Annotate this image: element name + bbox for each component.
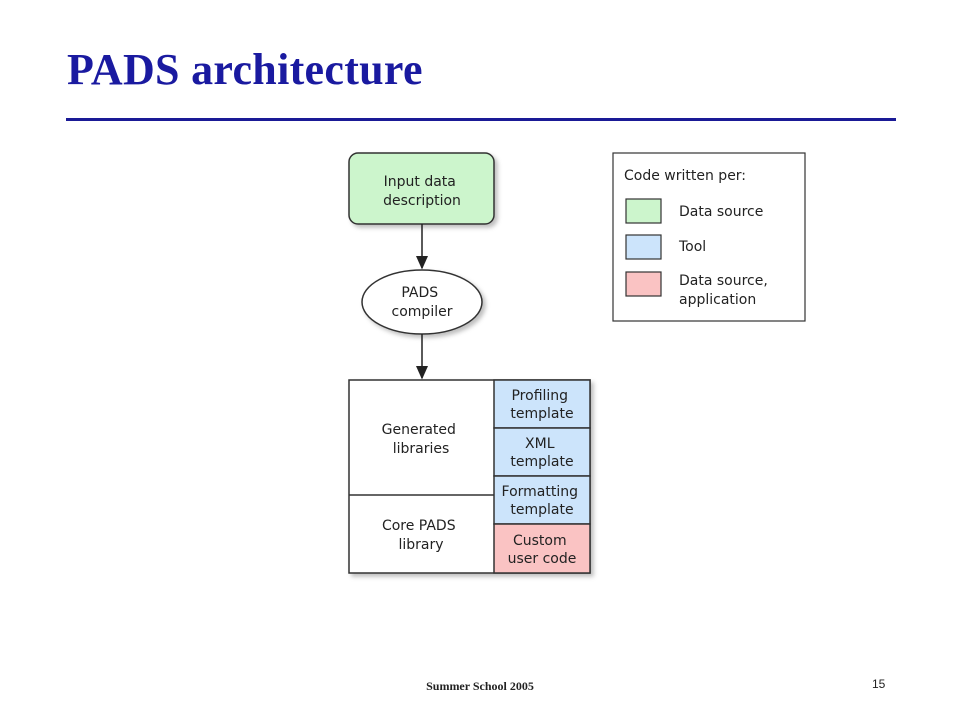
compiler-line-2: compiler <box>392 304 453 320</box>
legend-item-tool: Tool <box>625 234 706 260</box>
library-block: Generated libraries Core PADS library Pr… <box>348 379 591 574</box>
xml-template-line-1: XML <box>525 436 555 452</box>
xml-template-line-2: template <box>510 454 573 470</box>
custom-code-line-2: user code <box>508 551 577 567</box>
profiling-template-line-2: template <box>510 406 573 422</box>
svg-text:PADS compiler: PADS compiler <box>392 285 453 320</box>
legend-label-tool: Tool <box>678 239 706 255</box>
svg-text:Input data description: Input data description <box>383 174 461 209</box>
svg-text:Profiling template: Profiling template <box>510 388 573 422</box>
profiling-template-cell: Profiling template <box>493 379 591 429</box>
formatting-template-cell: Formatting template <box>493 475 591 525</box>
xml-template-cell: XML template <box>493 427 591 477</box>
core-library-line-1: Core PADS <box>382 518 456 534</box>
legend-item-data-source: Data source <box>625 198 763 224</box>
legend-heading: Code written per: <box>624 168 746 184</box>
legend: Code written per: Data source Tool Data … <box>612 152 806 322</box>
svg-text:Formatting template: Formatting template <box>502 484 583 518</box>
legend-label-data-source: Data source <box>679 204 763 220</box>
generated-libraries-line-1: Generated <box>382 422 456 438</box>
custom-code-cell: Custom user code <box>493 523 591 574</box>
core-library-line-2: library <box>398 537 443 553</box>
input-description-node: Input data description <box>348 152 495 225</box>
profiling-template-line-1: Profiling <box>511 388 568 404</box>
generated-libraries-line-2: libraries <box>393 441 450 457</box>
formatting-template-line-2: template <box>510 502 573 518</box>
legend-label-application-line-1: Data source, <box>679 273 768 289</box>
input-description-line-2: description <box>383 193 461 209</box>
generated-libraries-cell: Generated libraries <box>382 422 461 457</box>
legend-label-application-line-2: application <box>679 292 756 308</box>
title-underline <box>66 118 896 121</box>
compiler-node: PADS compiler <box>361 269 483 335</box>
svg-text:Custom user code: Custom user code <box>508 533 577 567</box>
page-number: 15 <box>872 677 886 691</box>
compiler-line-1: PADS <box>401 285 438 301</box>
legend-item-application: Data source, application <box>625 271 772 308</box>
footer-course-label: Summer School 2005 <box>426 679 534 693</box>
slide-title: PADS architecture <box>67 45 423 94</box>
svg-text:Generated libraries: Generated libraries <box>382 422 461 457</box>
svg-text:XML template: XML template <box>510 436 573 470</box>
input-description-line-1: Input data <box>384 174 456 190</box>
core-library-cell: Core PADS library <box>382 518 460 553</box>
svg-text:Data source, applicati: Data source, application <box>679 273 772 308</box>
formatting-template-line-1: Formatting <box>502 484 578 500</box>
custom-code-line-1: Custom <box>513 533 567 549</box>
svg-text:Core PADS library: Core PADS library <box>382 518 460 553</box>
